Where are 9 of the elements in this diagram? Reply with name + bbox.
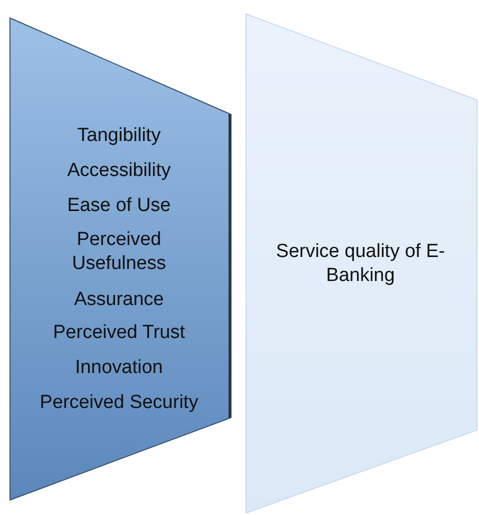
factor-label: Perceived Security (38, 391, 200, 415)
factor-label: Assurance (73, 288, 165, 312)
factor-label: Ease of Use (66, 194, 172, 218)
factor-label: Tangibility (76, 124, 162, 148)
outcome-label: Service quality of E-Banking (275, 240, 446, 288)
factor-label: Perceived Usefulness (71, 228, 167, 276)
factor-label: Accessibility (66, 159, 172, 183)
factor-label: Innovation (74, 356, 164, 380)
factor-label: Perceived Trust (52, 321, 186, 345)
